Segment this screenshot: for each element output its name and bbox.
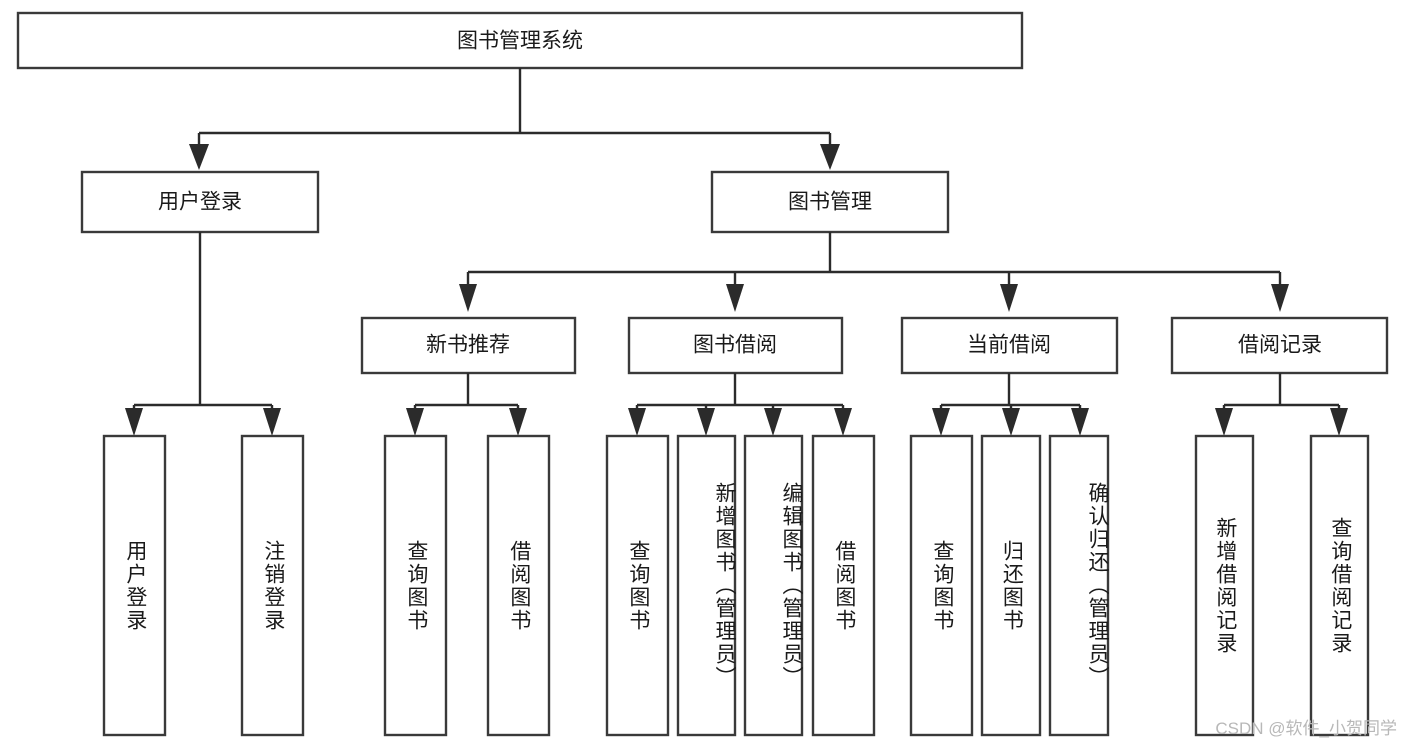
node-borrow-record-box[interactable] — [1170, 316, 1389, 375]
leaf-label-br-1: 查询借阅记录 — [1328, 516, 1352, 655]
node-new-book-recommend[interactable]: 新书推荐 — [360, 316, 577, 375]
node-root-label: 图书管理系统 — [457, 30, 583, 53]
leaf-label-nbr-1: 借阅图书 — [507, 539, 531, 632]
leaf-label-nbr-0: 查询图书 — [404, 539, 428, 632]
leaf-box-bb-0[interactable] — [605, 434, 670, 737]
leaf-box-cb-2[interactable] — [1048, 434, 1110, 737]
arrow-user-login — [189, 144, 209, 170]
leaf-label-bb-0: 查询图书 — [626, 539, 650, 632]
node-user-login-box[interactable] — [80, 170, 320, 234]
node-current-borrow[interactable]: 当前借阅 — [900, 316, 1119, 375]
arrow-book-manage — [820, 144, 840, 170]
leaf-label-cb-2: 确认归还（管理员） — [1086, 482, 1109, 689]
arrow-bb-1 — [697, 408, 715, 436]
node-root[interactable]: 图书管理系统 — [16, 11, 1024, 70]
node-borrow-record-label: 借阅记录 — [1238, 334, 1322, 357]
leaf-label-br-0: 新增借阅记录 — [1213, 516, 1237, 655]
leaf-label-user-login-0: 用户登录 — [123, 539, 147, 632]
leaf-box-br-1[interactable] — [1309, 434, 1370, 737]
leaf-box-nbr-1[interactable] — [486, 434, 551, 737]
node-book-manage[interactable]: 图书管理 — [710, 170, 950, 234]
arrow-br-0 — [1215, 408, 1233, 436]
leaf-label-bb-1: 新增图书（管理员） — [713, 482, 736, 689]
arrow-ul-0 — [125, 408, 143, 436]
leaf-box-nbr-0[interactable] — [383, 434, 448, 737]
leaf-box-bb-1[interactable] — [676, 434, 737, 737]
arrow-ul-1 — [263, 408, 281, 436]
node-user-login-label: 用户登录 — [158, 191, 242, 214]
arrow-l3-2 — [1000, 284, 1018, 312]
leaf-label-cb-0: 查询图书 — [930, 539, 954, 632]
node-book-manage-box[interactable] — [710, 170, 950, 234]
leaf-label-bb-2: 编辑图书（管理员） — [780, 482, 803, 689]
leaf-label-cb-1: 归还图书 — [1000, 539, 1024, 632]
leaf-box-cb-1[interactable] — [980, 434, 1042, 737]
arrow-cb-1 — [1002, 408, 1020, 436]
node-book-borrow[interactable]: 图书借阅 — [627, 316, 844, 375]
arrow-nbr-1 — [509, 408, 527, 436]
arrow-nbr-0 — [406, 408, 424, 436]
node-new-book-recommend-box[interactable] — [360, 316, 577, 375]
arrow-l3-1 — [726, 284, 744, 312]
node-book-manage-label: 图书管理 — [788, 191, 872, 214]
node-current-borrow-label: 当前借阅 — [967, 334, 1051, 357]
arrow-cb-2 — [1071, 408, 1089, 436]
arrow-cb-0 — [932, 408, 950, 436]
node-book-borrow-label: 图书借阅 — [693, 334, 777, 357]
arrow-l3-0 — [459, 284, 477, 312]
node-book-borrow-box[interactable] — [627, 316, 844, 375]
arrow-bb-3 — [834, 408, 852, 436]
leaf-box-user-login-1[interactable] — [240, 434, 305, 737]
leaf-box-bb-3[interactable] — [811, 434, 876, 737]
arrow-l3-3 — [1271, 284, 1289, 312]
leaf-label-user-login-1: 注销登录 — [261, 539, 285, 632]
csdn-watermark: CSDN @软件_小贺同学 — [1215, 719, 1397, 738]
arrow-br-1 — [1330, 408, 1348, 436]
node-root-box[interactable] — [16, 11, 1024, 70]
leaf-box-cb-0[interactable] — [909, 434, 974, 737]
node-borrow-record[interactable]: 借阅记录 — [1170, 316, 1389, 375]
node-new-book-recommend-label: 新书推荐 — [426, 334, 510, 357]
leaf-label-bb-3: 借阅图书 — [832, 539, 856, 632]
arrow-bb-2 — [764, 408, 782, 436]
node-user-login[interactable]: 用户登录 — [80, 170, 320, 234]
leaf-box-br-0[interactable] — [1194, 434, 1255, 737]
leaf-box-bb-2[interactable] — [743, 434, 804, 737]
leaf-box-user-login-0[interactable] — [102, 434, 167, 737]
arrow-bb-0 — [628, 408, 646, 436]
